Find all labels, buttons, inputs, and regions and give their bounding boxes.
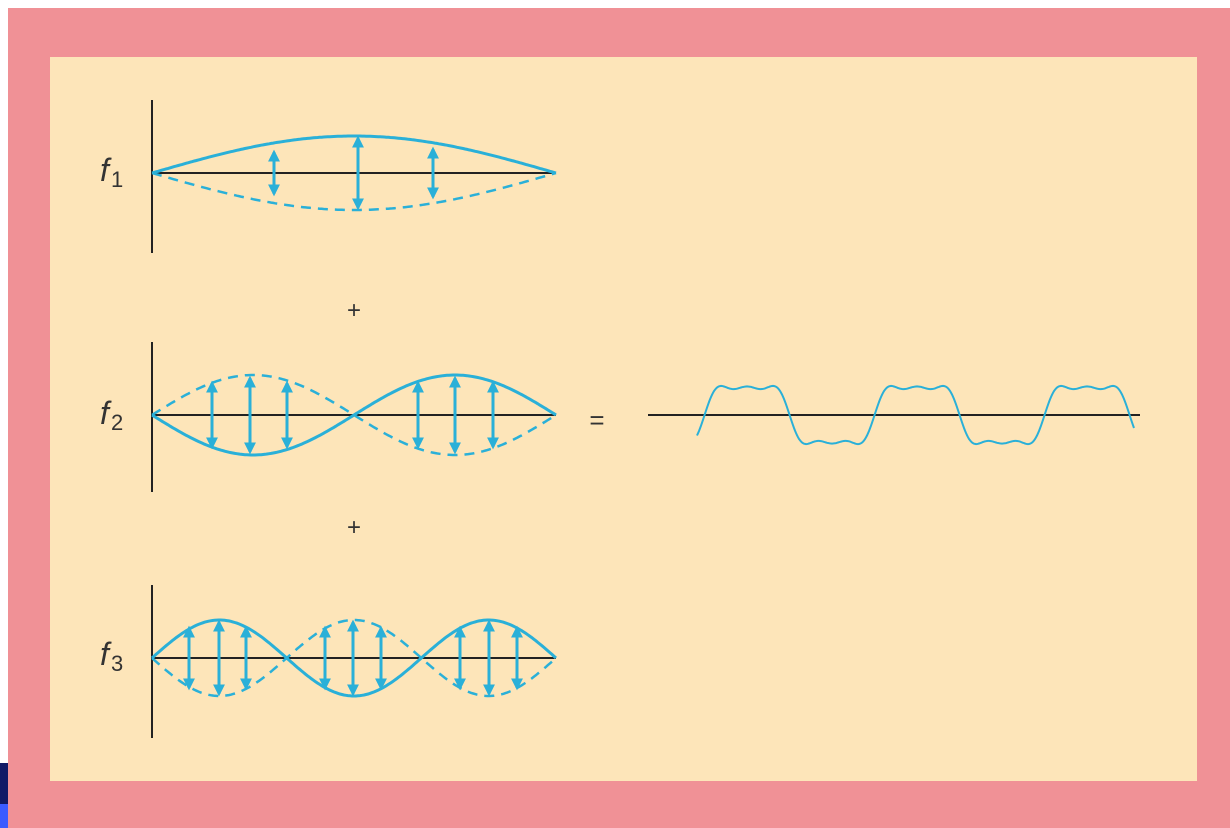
label-f1: f 1 [100, 152, 123, 192]
corner-stripe [0, 804, 8, 828]
harmonic-f1 [151, 100, 557, 253]
label-f2: f 2 [100, 395, 123, 435]
equals-sign: = [589, 405, 604, 435]
f1-wave-solid [151, 134, 557, 175]
label-f3-subscript: 3 [111, 651, 123, 676]
resultant-wave [648, 384, 1140, 446]
f2-wave-solid [151, 373, 557, 457]
f2-wave-dashed [151, 373, 557, 457]
plus-sign-1: + [347, 297, 361, 324]
label-f1-subscript: 1 [111, 167, 123, 192]
harmonic-f3 [150, 585, 558, 738]
corner-block [0, 763, 8, 828]
label-f3: f 3 [100, 636, 123, 676]
plus-sign-2: + [347, 514, 361, 541]
label-f2-subscript: 2 [111, 410, 123, 435]
harmonic-f2 [151, 342, 557, 492]
resultant-wave-path [696, 384, 1135, 446]
f1-wave-dashed [151, 171, 557, 212]
